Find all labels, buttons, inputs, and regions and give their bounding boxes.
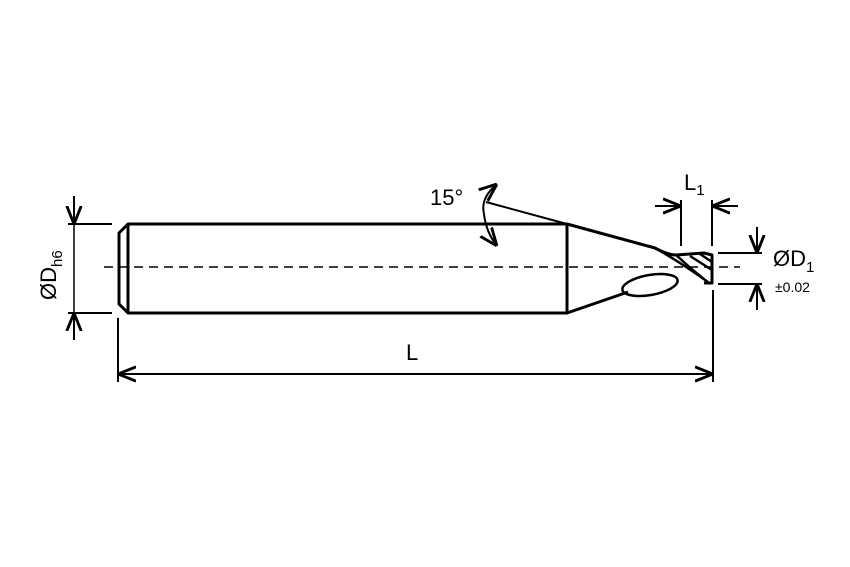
cutting-diameter-label: ØD1 (773, 246, 814, 276)
cutting-diameter-tolerance: ±0.02 (775, 279, 810, 295)
cutting-diameter-dimension (718, 227, 762, 310)
tool-body (117, 222, 714, 315)
cutting-length-dimension (655, 200, 738, 246)
taper-angle-label: 15° (430, 185, 463, 210)
overall-length-label: L (406, 340, 418, 365)
cutting-length-label: L1 (684, 170, 705, 199)
flute-relief (621, 272, 679, 298)
shank-outline (117, 222, 569, 315)
overall-length-dimension (117, 290, 714, 382)
taper-angle-dimension (483, 184, 568, 246)
shank-diameter-dimension (68, 196, 112, 340)
shank-diameter-label: ØDh6 (36, 250, 66, 300)
